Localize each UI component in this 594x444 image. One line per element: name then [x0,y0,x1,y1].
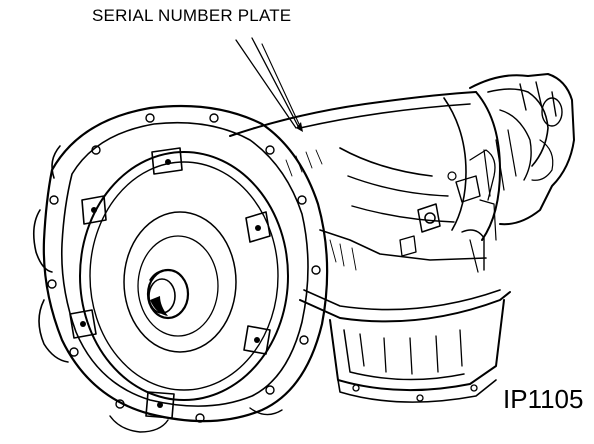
bell-housing [32,104,329,433]
extension-housing [469,73,575,226]
transmission-case [229,91,501,273]
converter-lug [81,195,107,225]
converter-lug [145,391,175,419]
torque-converter [69,147,289,419]
leader-line [235,37,303,132]
figure-id: IP1105 [503,384,584,414]
oil-pan [299,289,511,403]
converter-lug [69,309,97,339]
converter-lug [245,211,271,243]
converter-lug [151,147,183,175]
case-hatching [285,149,357,271]
converter-lug [243,325,271,355]
serial-number-plate-callout: SERIAL NUMBER PLATE [92,6,292,25]
